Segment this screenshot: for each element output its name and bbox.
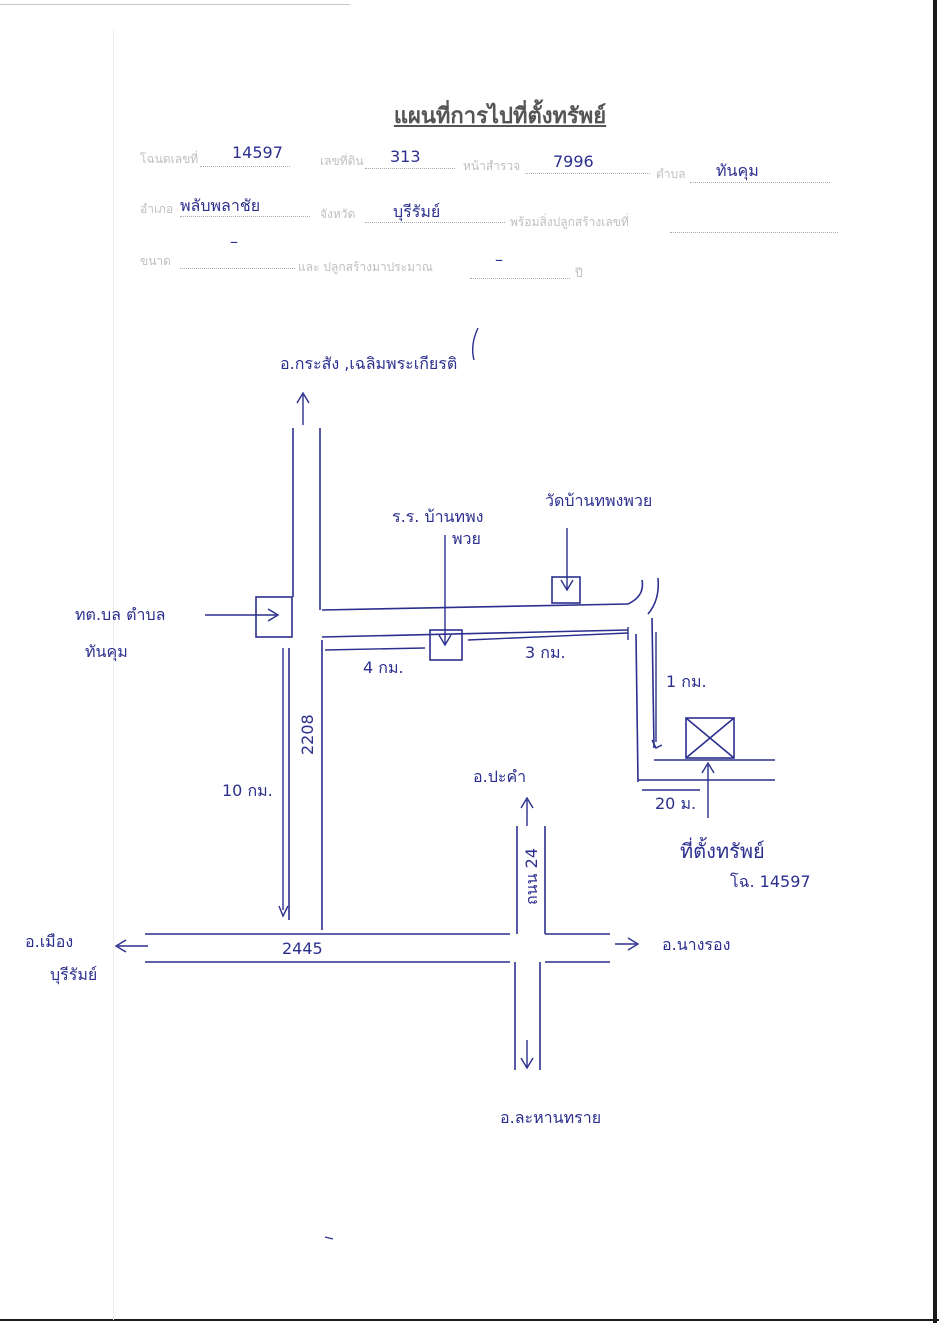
age-line	[470, 278, 570, 279]
dist-east-label: 3 กม.	[525, 643, 566, 662]
scan-edge-top	[0, 4, 350, 5]
district-value: พลับพลาชัย	[180, 196, 261, 215]
deed-label: โฉนดเลขที่	[140, 152, 199, 166]
size-line	[180, 268, 295, 269]
deed-value: 14597	[232, 143, 283, 162]
province-line	[365, 222, 505, 223]
branch-road-curve-outer	[647, 577, 660, 615]
road-24-label: ถนน 24	[522, 847, 541, 905]
dist-south-branch-label: 1 กม.	[666, 672, 707, 691]
dist-west-label: 4 กม.	[363, 658, 404, 677]
school-label-line2: พวย	[452, 529, 481, 548]
sao-arrow-head	[267, 608, 280, 622]
site-arrow-head	[701, 761, 715, 774]
sao-label-line1: ทต.บล ตำบล	[75, 605, 166, 624]
dist-site-label: 20 ม.	[655, 794, 697, 813]
school-label-line1: ร.ร. บ้านทพง	[392, 507, 484, 526]
prakham-arrow-head	[520, 796, 534, 809]
north-arrow-head	[296, 391, 310, 404]
land-no-value: 313	[390, 147, 421, 166]
south-destination-label: อ.ละหานทราย	[500, 1108, 602, 1127]
land-no-line	[365, 168, 455, 169]
years-label: ปี	[575, 266, 583, 280]
subdistrict-label: ตำบล	[656, 167, 686, 181]
paper-fold-line	[113, 30, 114, 1320]
temple-label: วัดบ้านทพงพวย	[545, 491, 653, 510]
page-title: แผนที่การไปที่ตั้งทรัพย์	[393, 103, 607, 129]
land-no-label: เลขที่ดิน	[320, 154, 364, 168]
south-branch-west-edge	[635, 633, 639, 783]
branch-road-north-edge	[321, 603, 629, 611]
dist-south-arrow	[651, 739, 663, 749]
temple-arrow-head	[560, 579, 574, 592]
subdistrict-line	[690, 182, 830, 183]
branch-road-curve	[627, 579, 644, 605]
site-deed-label: โฉ. 14597	[730, 872, 811, 891]
dist-west-line	[324, 647, 426, 651]
survey-value: 7996	[553, 152, 594, 171]
north-destination-label: อ.กระสัง ,เฉลิมพระเกียรติ	[280, 354, 458, 373]
dist-main-label: 10 กม.	[222, 781, 273, 800]
deed-line	[200, 166, 290, 167]
subdistrict-value: ทันคุม	[716, 161, 759, 180]
prakham-label: อ.ปะคำ	[473, 767, 527, 786]
stray-mark	[324, 1236, 334, 1240]
west-arrow-head	[114, 939, 127, 953]
annotation-bracket	[471, 327, 479, 361]
dash-mark-1: –	[230, 232, 238, 251]
scan-edge-bottom	[0, 1319, 939, 1321]
district-line	[180, 216, 310, 217]
province-label: จังหวัด	[320, 207, 356, 221]
dist-east-line	[467, 632, 629, 641]
sao-label-line2: ทันคุม	[85, 642, 128, 661]
branch-road-south-edge	[321, 629, 629, 638]
site-box-cross-2	[685, 717, 735, 759]
west-destination-line2: บุรีรัมย์	[50, 965, 98, 984]
east-arrow-head	[627, 937, 640, 951]
sao-box	[255, 596, 293, 638]
dash-mark-2: –	[495, 250, 503, 269]
school-arrow-head	[438, 634, 452, 647]
site-label: ที่ตั้งทรัพย์	[680, 839, 765, 863]
scan-edge-right	[933, 0, 937, 1323]
school-box	[429, 629, 463, 661]
south-branch-east-edge	[651, 617, 655, 749]
size-label: ขนาด	[140, 254, 171, 268]
building-label: พร้อมสิ่งปลูกสร้างเลขที่	[510, 215, 629, 229]
site-box	[685, 717, 735, 759]
temple-box	[551, 576, 581, 604]
age-label: และ ปลูกสร้างมาประมาณ	[298, 260, 433, 274]
road-2208-label: 2208	[298, 714, 317, 755]
building-line	[670, 232, 838, 233]
province-value: บุรีรัมย์	[393, 202, 441, 221]
survey-label: หน้าสำรวจ	[463, 159, 521, 173]
road-2445-label: 2445	[282, 939, 323, 958]
east-destination-label: อ.นางรอง	[662, 935, 731, 954]
dist-main-arrow	[278, 905, 289, 918]
south-arrow-head	[520, 1057, 534, 1070]
district-label: อำเภอ	[140, 202, 174, 216]
west-destination-line1: อ.เมือง	[25, 932, 74, 951]
survey-line	[525, 173, 650, 174]
